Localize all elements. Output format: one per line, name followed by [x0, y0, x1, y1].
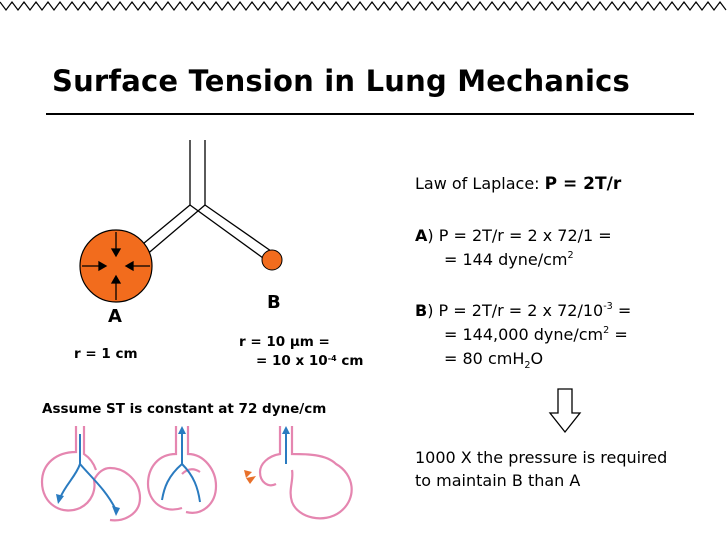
- radius-a-text: r = 1 cm: [74, 346, 138, 362]
- assumption-text: Assume ST is constant at 72 dyne/cm: [42, 401, 327, 417]
- zigzag-border: [0, 0, 727, 11]
- radius-b-line1: r = 10 μm =: [239, 334, 330, 350]
- alveoli-illustration: [40, 426, 353, 522]
- slide-title: Surface Tension in Lung Mechanics: [52, 64, 630, 98]
- calc-b-line1: B) P = 2T/r = 2 x 72/10-3 =: [415, 301, 632, 320]
- hollow-down-arrow-icon: [548, 388, 582, 434]
- flow-arrows: [59, 432, 287, 511]
- label-bubble-a: A: [108, 306, 122, 327]
- calc-a-line2: = 144 dyne/cm2: [444, 250, 574, 269]
- arrow-inward-icon: [82, 232, 150, 300]
- conclusion-line2: to maintain B than A: [415, 471, 581, 490]
- bubble-a: [79, 229, 153, 303]
- calc-b-line3: = 80 cmH2O: [444, 349, 544, 372]
- title-underline: [46, 113, 694, 115]
- radius-b-line2: = 10 x 10-4 cm: [256, 353, 364, 369]
- conclusion-line1: 1000 X the pressure is required: [415, 448, 668, 467]
- calc-a-line1: A) P = 2T/r = 2 x 72/1 =: [415, 226, 612, 245]
- airway-tube: [125, 140, 272, 263]
- calc-b-line2: = 144,000 dyne/cm2 =: [444, 325, 628, 344]
- laplace-law: Law of Laplace: P = 2T/r: [415, 174, 622, 194]
- label-bubble-b: B: [267, 292, 281, 313]
- bubble-b: [261, 249, 283, 271]
- collapse-arrows: [244, 470, 256, 484]
